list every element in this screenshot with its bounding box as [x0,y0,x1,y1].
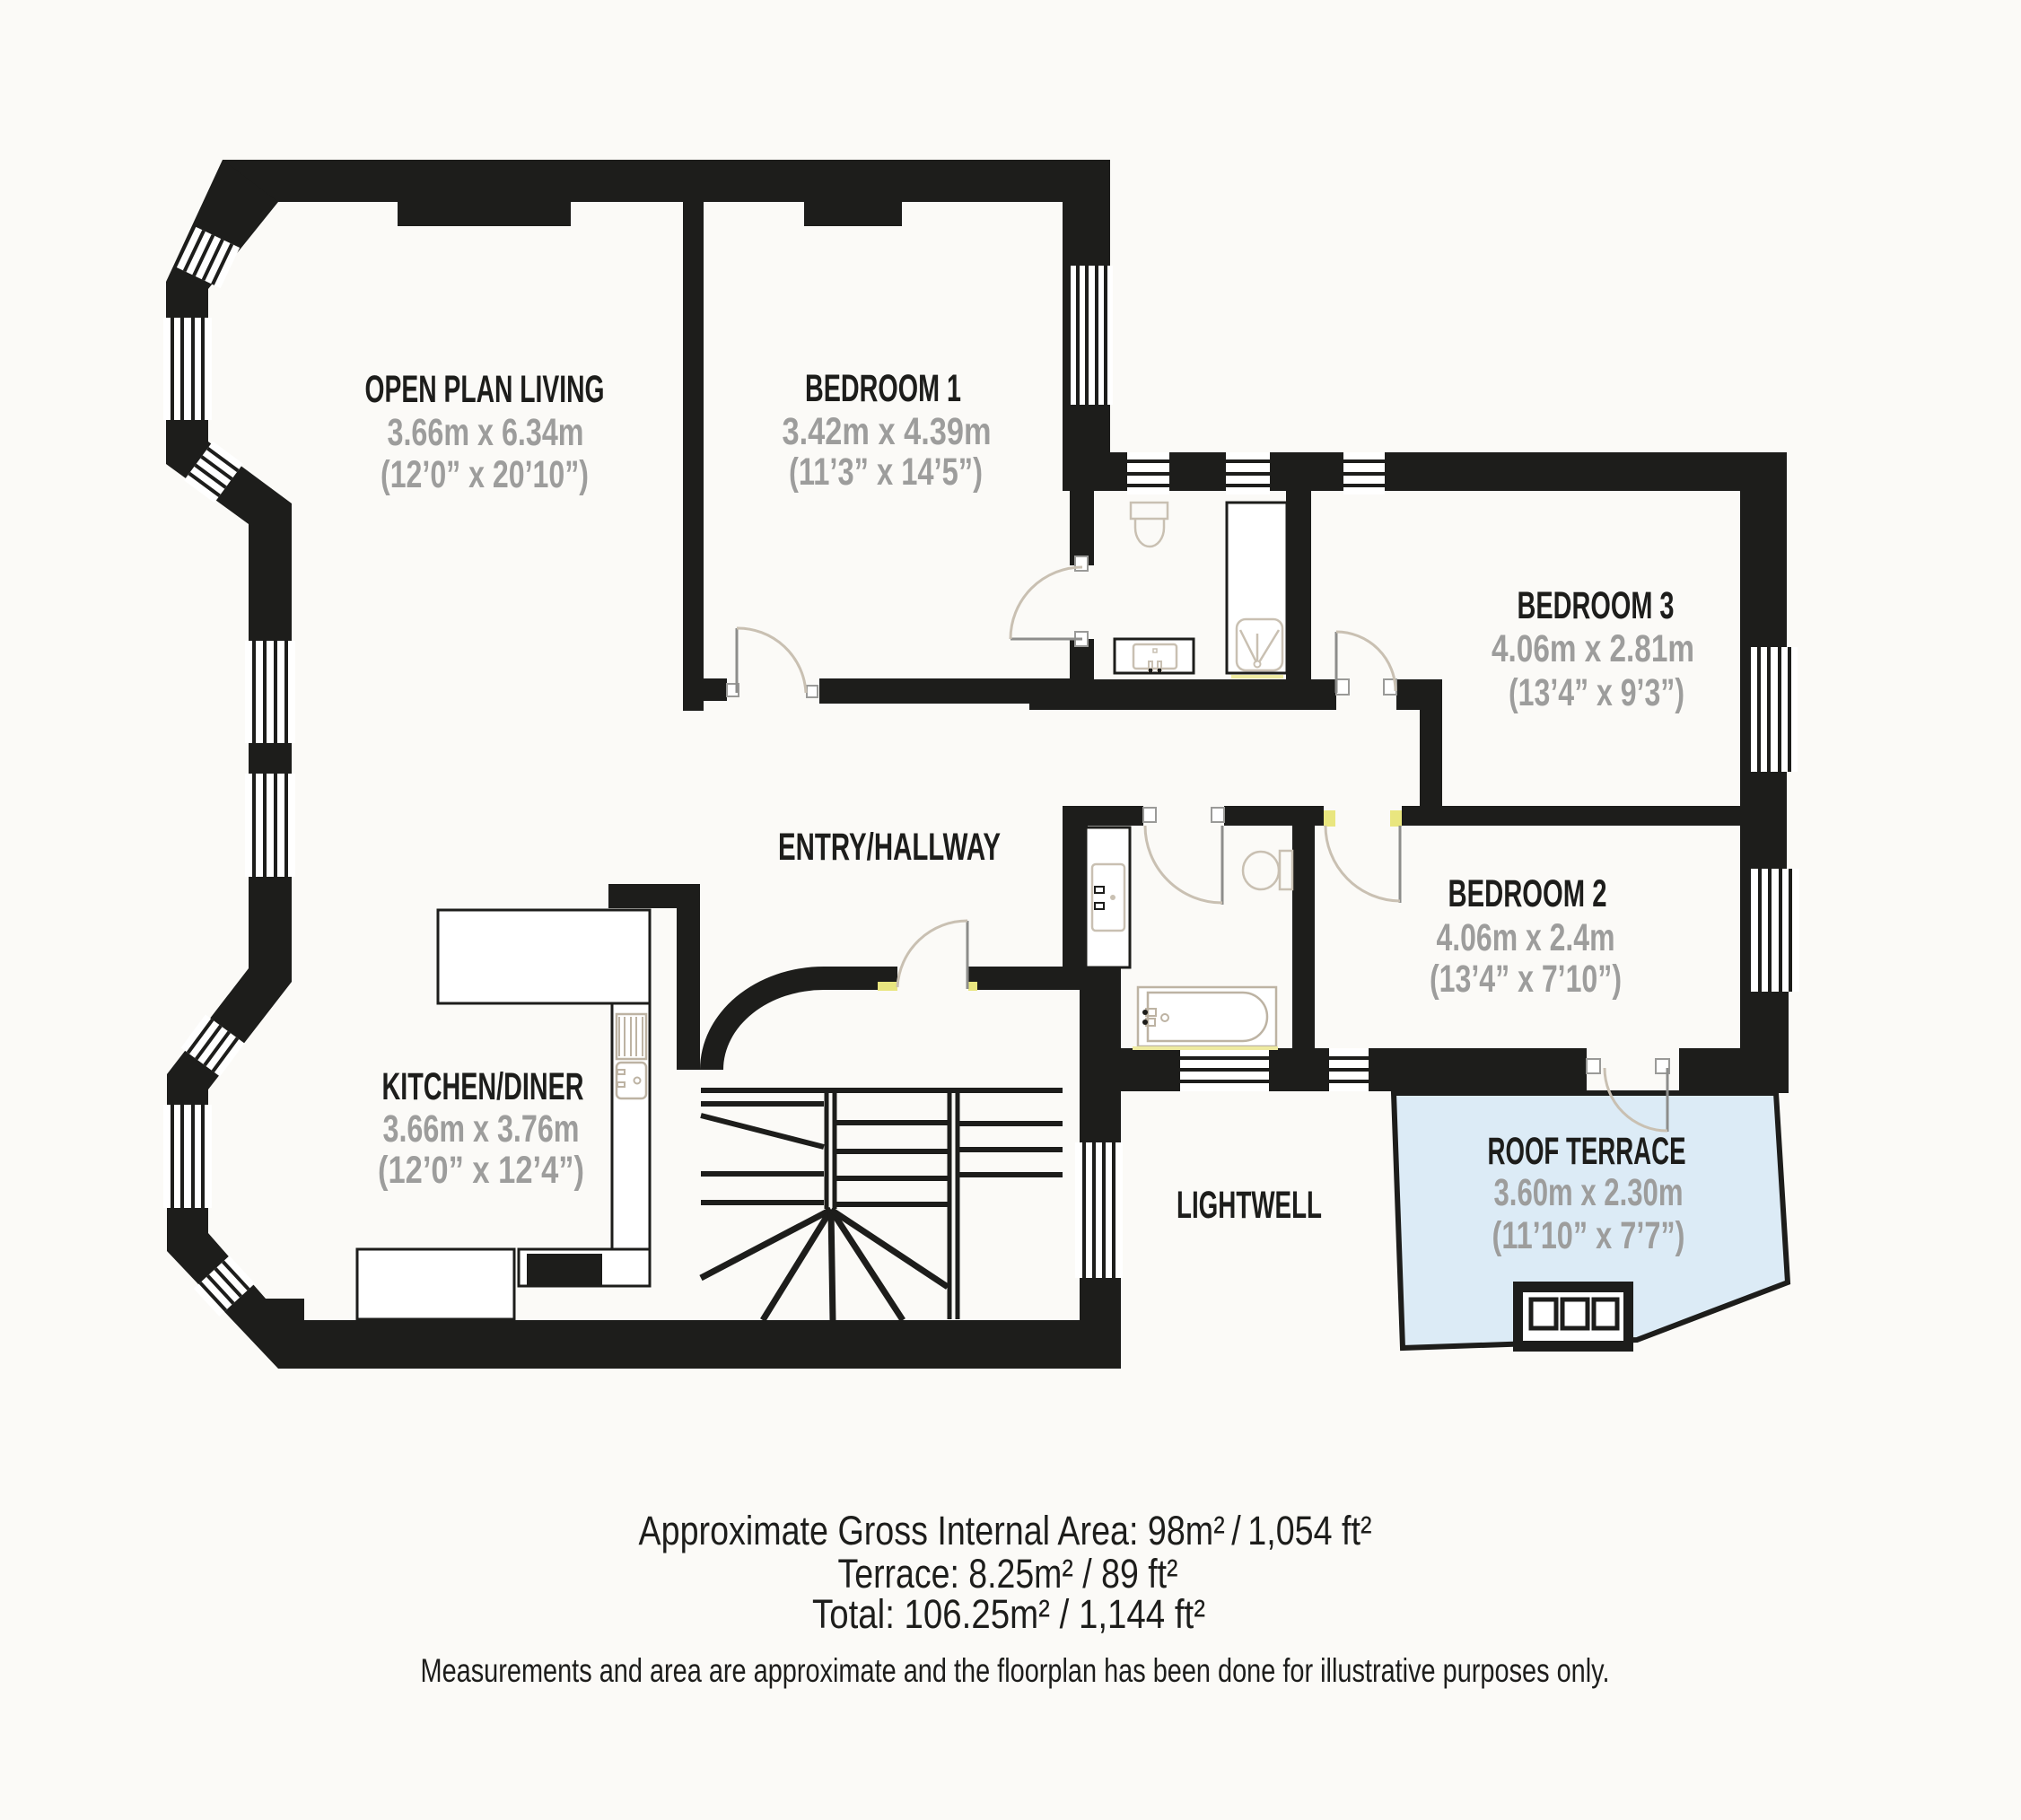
svg-text:BEDROOM 3: BEDROOM 3 [1518,584,1675,627]
svg-text:Measurements and area are appr: Measurements and area are approximate an… [421,1652,1610,1689]
svg-text:3.60m x 2.30m: 3.60m x 2.30m [1494,1171,1684,1214]
svg-text:4.06m x 2.4m: 4.06m x 2.4m [1437,916,1615,959]
svg-text:LIGHTWELL: LIGHTWELL [1177,1184,1322,1227]
svg-text:BEDROOM 1: BEDROOM 1 [805,367,961,410]
svg-text:ENTRY/HALLWAY: ENTRY/HALLWAY [778,826,1001,869]
svg-text:Terrace: 8.25m² / 89 ft²: Terrace: 8.25m² / 89 ft² [838,1551,1178,1597]
svg-text:(12’0” x 20’10”): (12’0” x 20’10”) [381,453,589,496]
svg-text:3.42m x 4.39m: 3.42m x 4.39m [783,410,992,453]
svg-text:(11’3” x 14’5”): (11’3” x 14’5”) [789,451,983,494]
svg-text:Total: 106.25m² / 1,144 ft²: Total: 106.25m² / 1,144 ft² [812,1591,1205,1637]
svg-text:(12’0” x 12’4”): (12’0” x 12’4”) [378,1149,584,1192]
svg-text:(13’4” x 7’10”): (13’4” x 7’10”) [1430,958,1622,1001]
svg-text:Approximate Gross Internal Are: Approximate Gross Internal Area: 98m² / … [639,1508,1372,1553]
svg-text:BEDROOM 2: BEDROOM 2 [1448,872,1607,915]
svg-text:4.06m x 2.81m: 4.06m x 2.81m [1492,627,1694,670]
svg-text:3.66m x 3.76m: 3.66m x 3.76m [383,1107,580,1151]
svg-text:(11’10” x 7’7”): (11’10” x 7’7”) [1492,1214,1685,1257]
svg-text:(13’4” x 9’3”): (13’4” x 9’3”) [1509,671,1684,714]
svg-text:OPEN PLAN LIVING: OPEN PLAN LIVING [365,368,605,411]
svg-text:ROOF TERRACE: ROOF TERRACE [1488,1130,1686,1173]
svg-text:3.66m x 6.34m: 3.66m x 6.34m [388,411,584,454]
svg-text:KITCHEN/DINER: KITCHEN/DINER [382,1065,584,1108]
